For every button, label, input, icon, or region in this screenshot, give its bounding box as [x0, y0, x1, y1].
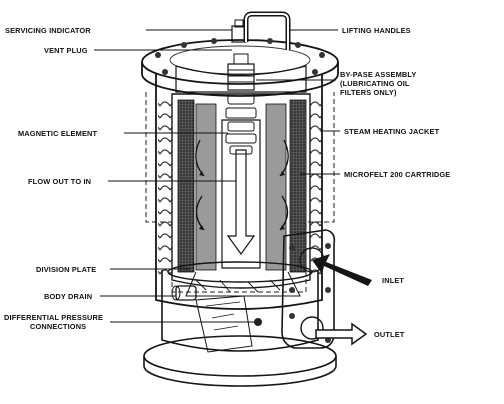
label-steam-heating-jacket: STEAM HEATING JACKET	[344, 127, 440, 136]
label-outlet: OUTLET	[374, 330, 405, 339]
label-flow-out-to-in: FLOW OUT TO IN	[28, 177, 91, 186]
top-cover	[141, 38, 339, 97]
label-division-plate: DIVISION PLATE	[36, 265, 96, 274]
label-bypass-lubricating: (LUBRICATING OIL	[340, 79, 410, 88]
pressure-connection	[254, 318, 262, 326]
label-body-drain: BODY DRAIN	[44, 292, 92, 301]
label-differential-pressure-connections: CONNECTIONS	[30, 322, 86, 331]
lifting-handle	[243, 11, 291, 50]
lower-housing	[161, 270, 319, 353]
label-lifting-handles: LIFTING HANDLES	[342, 26, 411, 35]
microfelt-cartridge	[158, 93, 322, 289]
label-bypass-filters-only: FILTERS ONLY)	[340, 88, 397, 97]
label-magnetic-element: MAGNETIC ELEMENT	[18, 129, 98, 138]
label-differential-pressure: DIFFERENTIAL PRESSURE	[4, 313, 103, 322]
outer-shell	[145, 74, 335, 310]
label-microfelt-cartridge: MICROFELT 200 CARTRIDGE	[344, 170, 450, 179]
magnetic-element	[225, 93, 257, 155]
label-servicing-indicator: SERVICING INDICATOR	[5, 26, 91, 35]
callout-labels: SERVICING INDICATOR VENT PLUG MAGNETIC E…	[4, 26, 450, 339]
leader-lines	[94, 29, 340, 323]
label-inlet: INLET	[382, 276, 404, 285]
label-vent-plug: VENT PLUG	[44, 46, 88, 55]
body-drain-plug	[171, 285, 197, 301]
outlet-arrow	[315, 322, 368, 346]
bypass-assembly	[227, 53, 255, 91]
inlet-arrow	[312, 254, 372, 286]
label-bypass-assembly: BY-PASE ASSEMBLY	[340, 70, 416, 79]
base-plate	[143, 335, 337, 387]
inlet-outlet-flange	[281, 229, 336, 349]
